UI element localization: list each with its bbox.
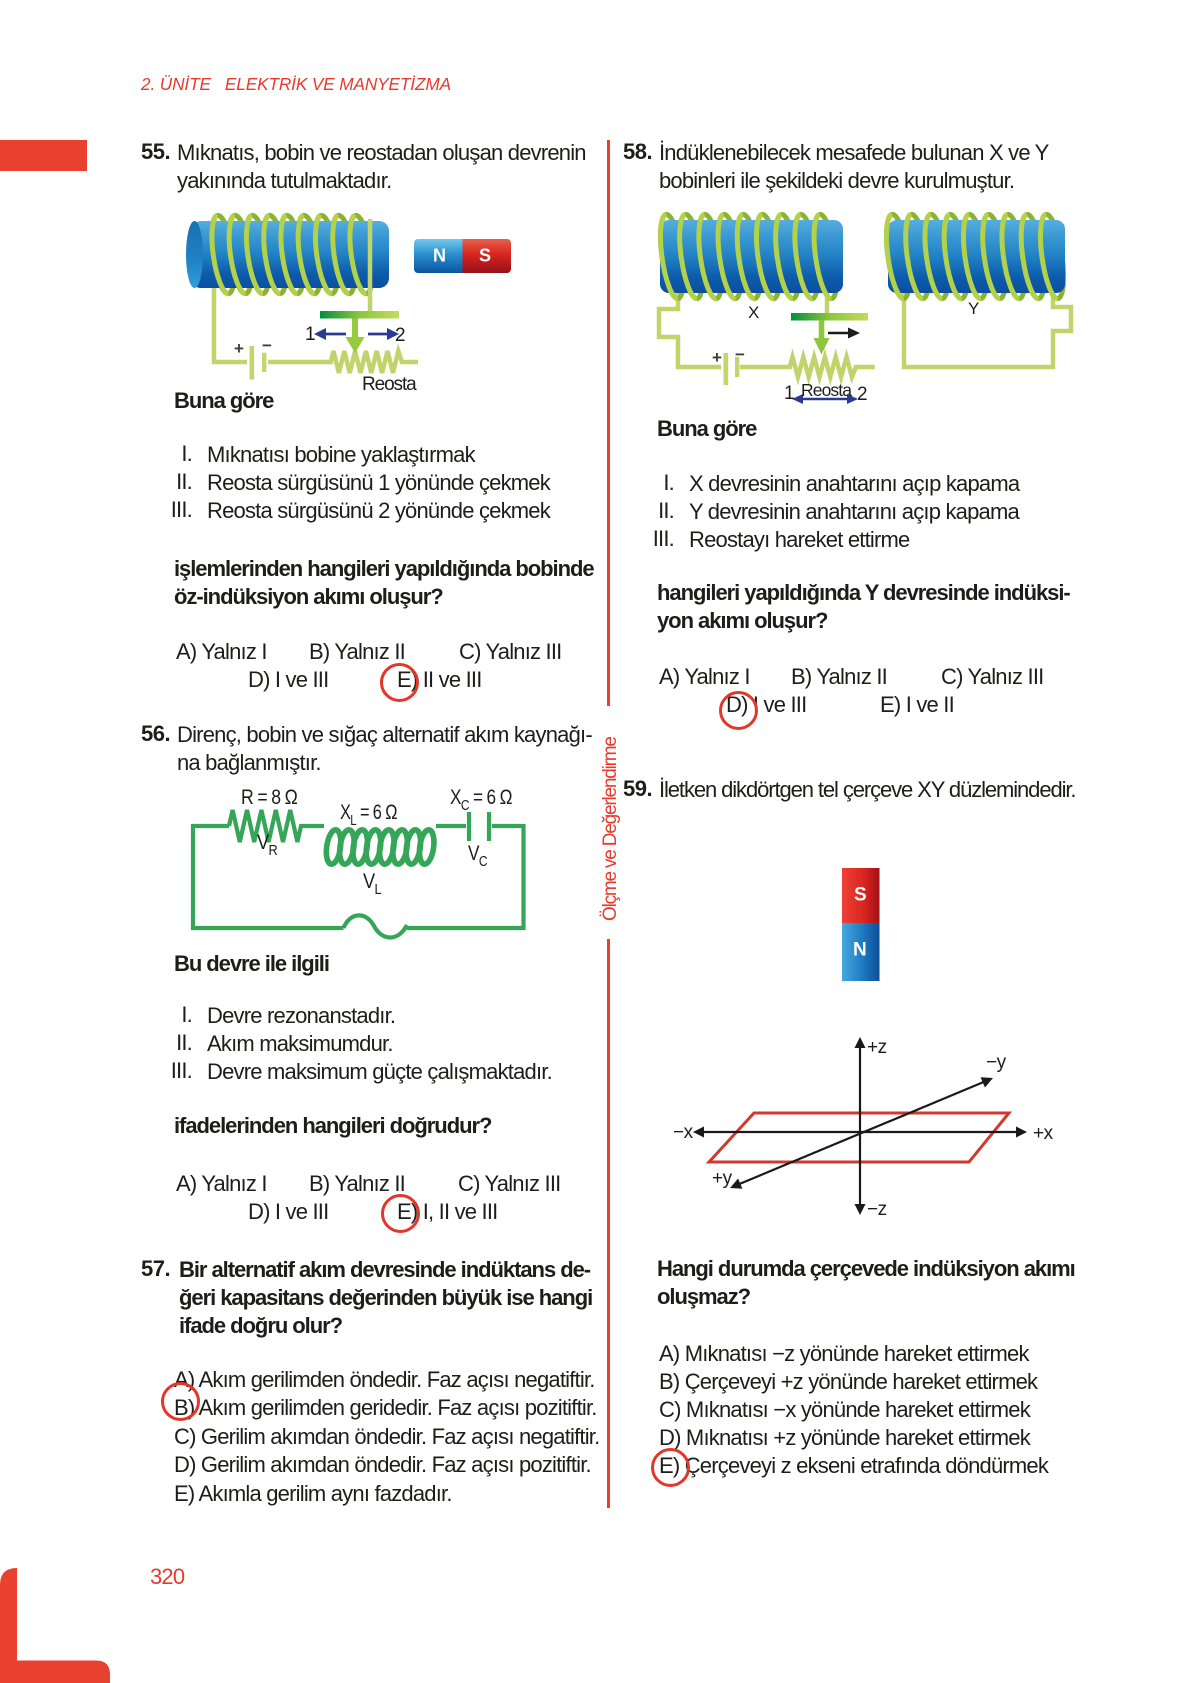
svg-text:VC: VC	[468, 841, 488, 869]
svg-text:Y: Y	[968, 299, 979, 318]
svg-text:VR: VR	[257, 831, 278, 859]
svg-text:VL: VL	[363, 870, 382, 898]
svg-text:+y: +y	[712, 1168, 733, 1189]
svg-text:S: S	[854, 885, 867, 906]
svg-text:+: +	[234, 339, 244, 358]
svg-text:XC = 6 Ω: XC = 6 Ω	[450, 785, 512, 813]
svg-text:2: 2	[857, 384, 868, 405]
svg-text:N: N	[433, 246, 446, 266]
svg-text:1: 1	[784, 383, 795, 404]
svg-text:+z: +z	[867, 1037, 887, 1058]
svg-text:XL = 6 Ω: XL = 6 Ω	[340, 801, 397, 828]
svg-text:−: −	[262, 336, 272, 355]
svg-text:R = 8 Ω: R = 8 Ω	[241, 785, 297, 809]
svg-text:Reosta: Reosta	[362, 374, 417, 395]
svg-text:−x: −x	[673, 1122, 694, 1143]
svg-text:+: +	[712, 348, 722, 367]
svg-text:X: X	[748, 303, 759, 322]
svg-text:N: N	[853, 940, 867, 961]
svg-text:1: 1	[305, 324, 316, 345]
svg-text:2: 2	[395, 325, 406, 346]
svg-text:−y: −y	[986, 1052, 1007, 1073]
svg-text:+x: +x	[1033, 1123, 1054, 1144]
svg-text:−: −	[735, 345, 745, 364]
svg-text:−z: −z	[867, 1199, 887, 1220]
svg-text:Reosta: Reosta	[801, 380, 852, 400]
svg-text:S: S	[479, 246, 491, 266]
